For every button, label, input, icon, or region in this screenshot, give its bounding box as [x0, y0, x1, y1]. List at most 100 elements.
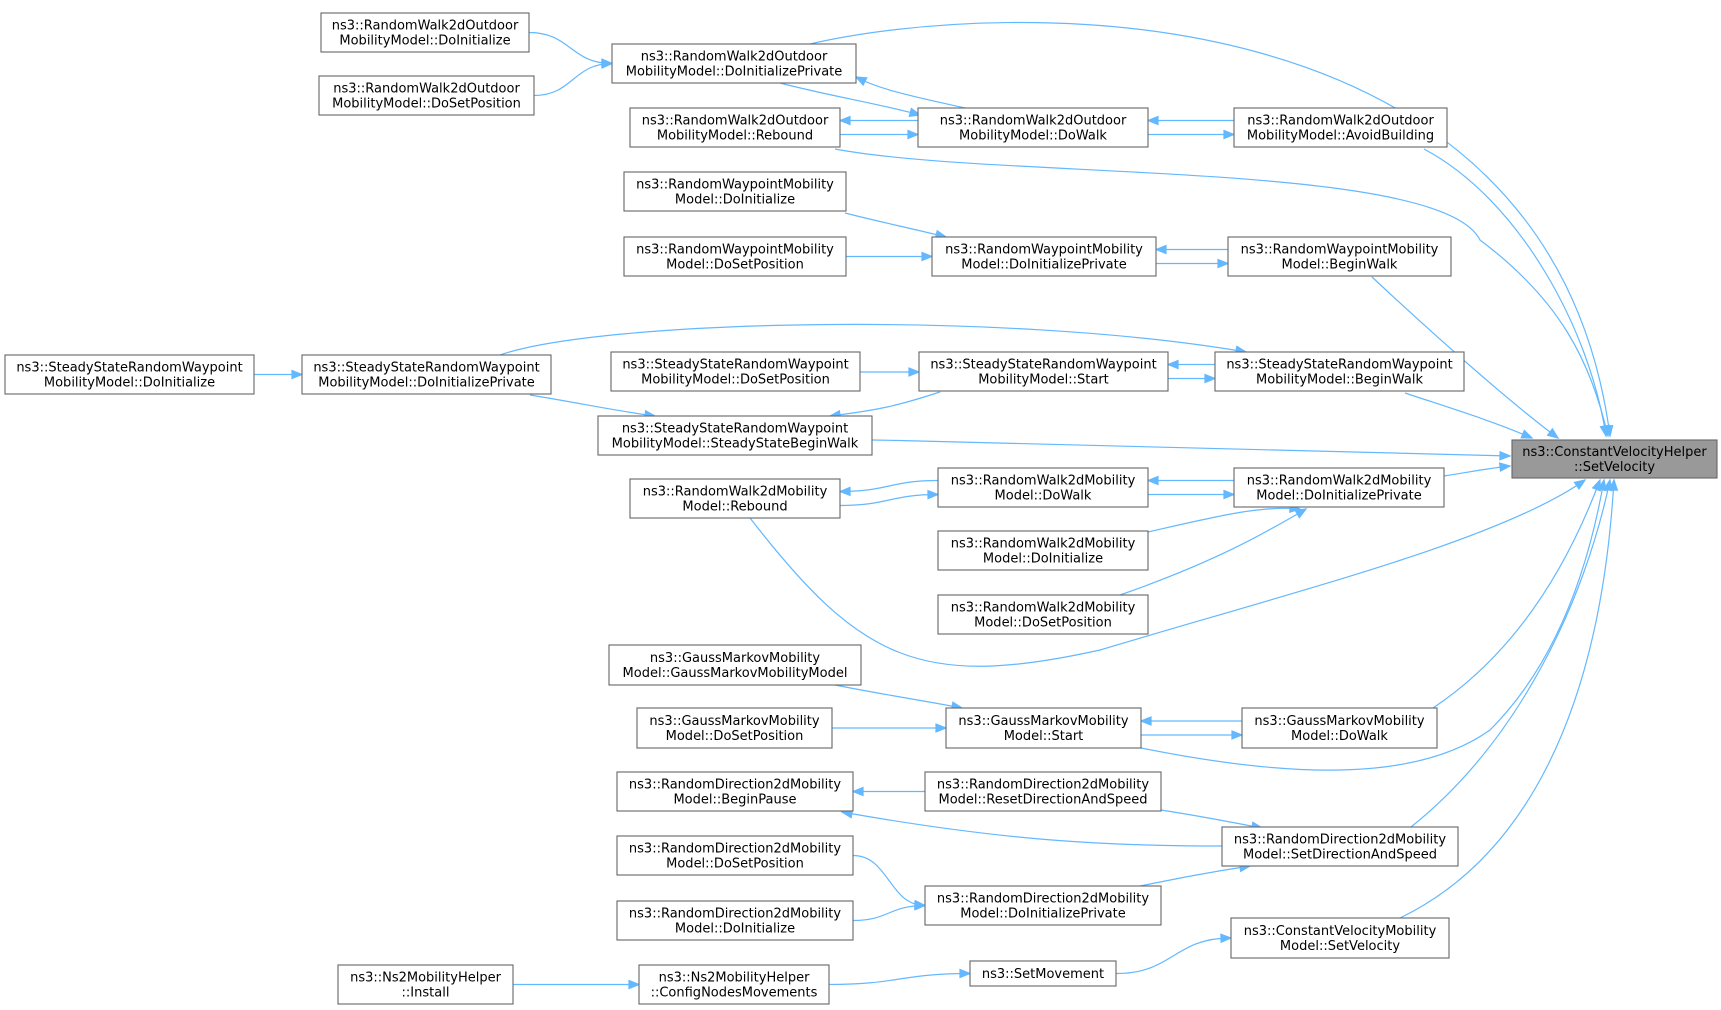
node-setmovement[interactable]: ns3::SetMovement [969, 960, 1117, 987]
node-ssrwp_ssbeginwalk[interactable]: ns3::SteadyStateRandomWaypointMobilityMo… [597, 415, 873, 456]
edge-rd2d_dosetpos-to-rd2d_doinitpriv [852, 854, 927, 910]
node-box [318, 75, 535, 116]
node-gm_dosetpos[interactable]: ns3::GaussMarkovMobilityModel::DoSetPosi… [636, 707, 833, 749]
edge-gm_start-to-gm_dowalk [1141, 730, 1244, 740]
edge-arrowhead [907, 129, 920, 140]
edge-ssrwp_doinitpriv-to-ssrwp_ssbeginwalk [529, 394, 657, 420]
node-label-line: ns3::Ns2MobilityHelper [659, 971, 810, 986]
edge-rw2d_dowalk-to-rw2d_doinitpriv [1148, 489, 1236, 500]
node-rwp_doinitpriv[interactable]: ns3::RandomWaypointMobilityModel::DoInit… [931, 236, 1157, 277]
node-box [616, 771, 854, 812]
node-box [616, 835, 854, 876]
node-rd2d_dosetpos[interactable]: ns3::RandomDirection2dMobilityModel::DoS… [616, 835, 854, 876]
node-rw2do_dosetpos[interactable]: ns3::RandomWalk2dOutdoorMobilityModel::D… [318, 75, 535, 116]
node-label-line: Model::DoSetPosition [666, 258, 804, 273]
node-box [629, 478, 841, 519]
node-label-line: Model::ResetDirectionAndSpeed [939, 793, 1148, 808]
edge-line [528, 31, 613, 65]
nodes: ns3::ConstantVelocityHelper::SetVelocity… [4, 12, 1718, 1005]
edge-rw2do_doinit-to-rw2do_doinitpriv [528, 31, 614, 68]
edge-arrowhead [908, 107, 922, 117]
node-box [610, 351, 861, 392]
node-ssrwp_doinit[interactable]: ns3::SteadyStateRandomWaypointMobilityMo… [4, 354, 255, 395]
edge-line [779, 82, 921, 116]
node-rw2do_doinit[interactable]: ns3::RandomWalk2dOutdoorMobilityModel::D… [320, 12, 530, 53]
node-label-line: Model::Rebound [682, 500, 787, 515]
node-rd2d_beginpause[interactable]: ns3::RandomDirection2dMobilityModel::Beg… [616, 771, 854, 812]
node-label-line: ns3::RandomWaypointMobility [636, 178, 834, 193]
edge-arrowhead [1520, 429, 1534, 439]
node-box [937, 467, 1149, 508]
node-rwp_dosetpos[interactable]: ns3::RandomWaypointMobilityModel::DoSetP… [623, 236, 847, 277]
node-box [931, 236, 1157, 277]
node-rd2d_setdir[interactable]: ns3::RandomDirection2dMobilityModel::Set… [1221, 826, 1459, 867]
node-rd2d_doinit[interactable]: ns3::RandomDirection2dMobilityModel::DoI… [616, 900, 854, 941]
edge-setmovement-to-cvm_setvelocity [1115, 933, 1233, 975]
node-label-line: MobilityModel::DoSetPosition [641, 373, 830, 388]
edge-arrowhead [1146, 475, 1159, 486]
edge-line [841, 811, 1223, 847]
node-ns2_install[interactable]: ns3::Ns2MobilityHelper::Install [337, 964, 514, 1005]
edge-line [749, 479, 1586, 667]
node-label-line: ns3::SteadyStateRandomWaypoint [16, 361, 242, 376]
edge-line [844, 212, 947, 238]
node-rd2d_doinitpriv[interactable]: ns3::RandomDirection2dMobilityModel::DoI… [924, 885, 1162, 926]
node-ssrwp_start[interactable]: ns3::SteadyStateRandomWaypointMobilityMo… [918, 351, 1169, 392]
node-label-line: MobilityModel::SteadyStateBeginWalk [612, 437, 859, 452]
node-label-line: ns3::RandomWalk2dOutdoor [940, 114, 1127, 129]
edge-gm_dowalk-to-gm_start [1139, 716, 1242, 726]
node-rw2d_doinit[interactable]: ns3::RandomWalk2dMobilityModel::DoInitia… [937, 530, 1149, 571]
edge-line [871, 439, 1511, 457]
edge-ssrwp_beginwalk-to-ssrwp_start [1166, 359, 1215, 370]
edge-arrowhead [854, 76, 868, 87]
node-box [4, 354, 255, 395]
node-rwp_doinit[interactable]: ns3::RandomWaypointMobilityModel::DoInit… [623, 171, 847, 212]
node-box [945, 707, 1142, 749]
node-box [924, 885, 1162, 926]
node-ssrwp_doinitpriv[interactable]: ns3::SteadyStateRandomWaypointMobilityMo… [301, 354, 552, 395]
node-ssrwp_dosetpos[interactable]: ns3::SteadyStateRandomWaypointMobilityMo… [610, 351, 861, 392]
node-label-line: ns3::RandomWalk2dMobility [1247, 474, 1432, 489]
node-box [597, 415, 873, 456]
node-rwp_beginwalk[interactable]: ns3::RandomWaypointMobilityModel::BeginW… [1227, 236, 1452, 277]
node-label-line: ns3::ConstantVelocityHelper [1522, 445, 1707, 460]
node-label-line: Model::BeginWalk [1282, 258, 1398, 273]
edge-line [1147, 507, 1301, 533]
node-label-line: ns3::GaussMarkovMobility [958, 714, 1128, 729]
node-rw2d_dosetpos[interactable]: ns3::RandomWalk2dMobilityModel::DoSetPos… [937, 594, 1149, 635]
node-rw2do_rebound[interactable]: ns3::RandomWalk2dOutdoorMobilityModel::R… [629, 107, 841, 148]
node-label-line: ns3::RandomWaypointMobility [1241, 243, 1439, 258]
edge-arrowhead [1546, 427, 1560, 439]
edge-gm_ctor-to-gm_start [834, 684, 964, 711]
node-rd2d_reset[interactable]: ns3::RandomDirection2dMobilityModel::Res… [924, 771, 1162, 812]
node-gm_ctor[interactable]: ns3::GaussMarkovMobilityModel::GaussMark… [608, 644, 862, 686]
edge-rw2d_rebound-to-rw2d_dowalk [839, 489, 940, 507]
node-gm_start[interactable]: ns3::GaussMarkovMobilityModel::Start [945, 707, 1142, 749]
node-ssrwp_beginwalk[interactable]: ns3::SteadyStateRandomWaypointMobilityMo… [1214, 351, 1465, 392]
node-gm_dowalk[interactable]: ns3::GaussMarkovMobilityModel::DoWalk [1241, 707, 1438, 749]
node-label-line: ns3::GaussMarkovMobility [650, 651, 820, 666]
node-ns2_config[interactable]: ns3::Ns2MobilityHelper::ConfigNodesMovem… [638, 964, 830, 1005]
edge-arrowhead [908, 367, 921, 377]
edge-arrowhead [1599, 424, 1610, 438]
node-rw2do_dowalk[interactable]: ns3::RandomWalk2dOutdoorMobilityModel::D… [917, 107, 1149, 148]
node-rw2d_doinitpriv[interactable]: ns3::RandomWalk2dMobilityModel::DoInitia… [1233, 467, 1445, 508]
node-box [1227, 236, 1452, 277]
edge-line [809, 21, 1611, 437]
node-label-line: ns3::RandomWalk2dOutdoor [641, 50, 828, 65]
node-label-line: ns3::RandomDirection2dMobility [629, 842, 841, 857]
node-setvelocity[interactable]: ns3::ConstantVelocityHelper::SetVelocity [1511, 439, 1718, 479]
node-label-line: ns3::SteadyStateRandomWaypoint [622, 358, 848, 373]
edge-rw2do_avoid-to-setvelocity [1423, 148, 1610, 438]
node-rw2do_doinitpriv[interactable]: ns3::RandomWalk2dOutdoorMobilityModel::D… [611, 43, 857, 84]
node-rw2do_avoid[interactable]: ns3::RandomWalk2dOutdoorMobilityModel::A… [1233, 107, 1448, 148]
edge-ssrwp_ssbeginwalk-to-setvelocity [871, 439, 1512, 461]
node-cvm_setvelocity[interactable]: ns3::ConstantVelocityMobilityModel::SetV… [1230, 917, 1450, 959]
node-label-line: ns3::SteadyStateRandomWaypoint [313, 361, 539, 376]
edge-ns2_install-to-ns2_config [513, 979, 641, 990]
node-box [611, 43, 857, 84]
edge-arrowhead [1294, 508, 1308, 519]
